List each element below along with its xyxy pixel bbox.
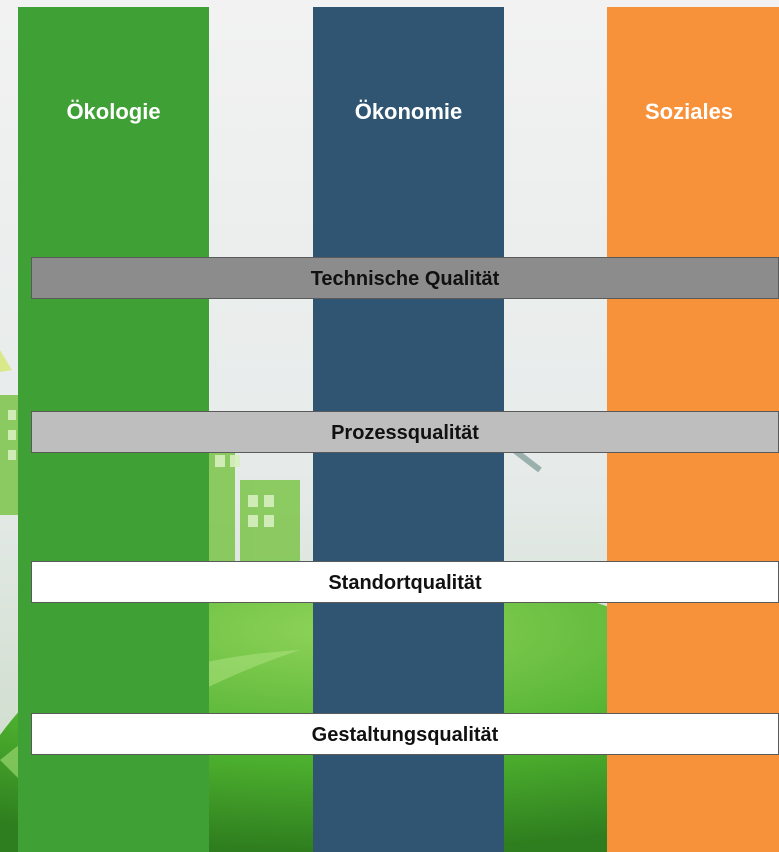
band-gestaltungsqualitaet: Gestaltungsqualität: [31, 713, 779, 755]
band-prozessqualitaet: Prozessqualität: [31, 411, 779, 453]
band-technische-qualitaet: Technische Qualität: [31, 257, 779, 299]
pillar-label-soziales: Soziales: [645, 99, 734, 124]
band-standortqualitaet: Standortqualität: [31, 561, 779, 603]
pillar-label-oekologie: Ökologie: [66, 99, 161, 124]
pillar-label-oekonomie: Ökonomie: [354, 99, 463, 124]
city-windows: [8, 410, 274, 527]
triangle-sign: [0, 350, 12, 372]
